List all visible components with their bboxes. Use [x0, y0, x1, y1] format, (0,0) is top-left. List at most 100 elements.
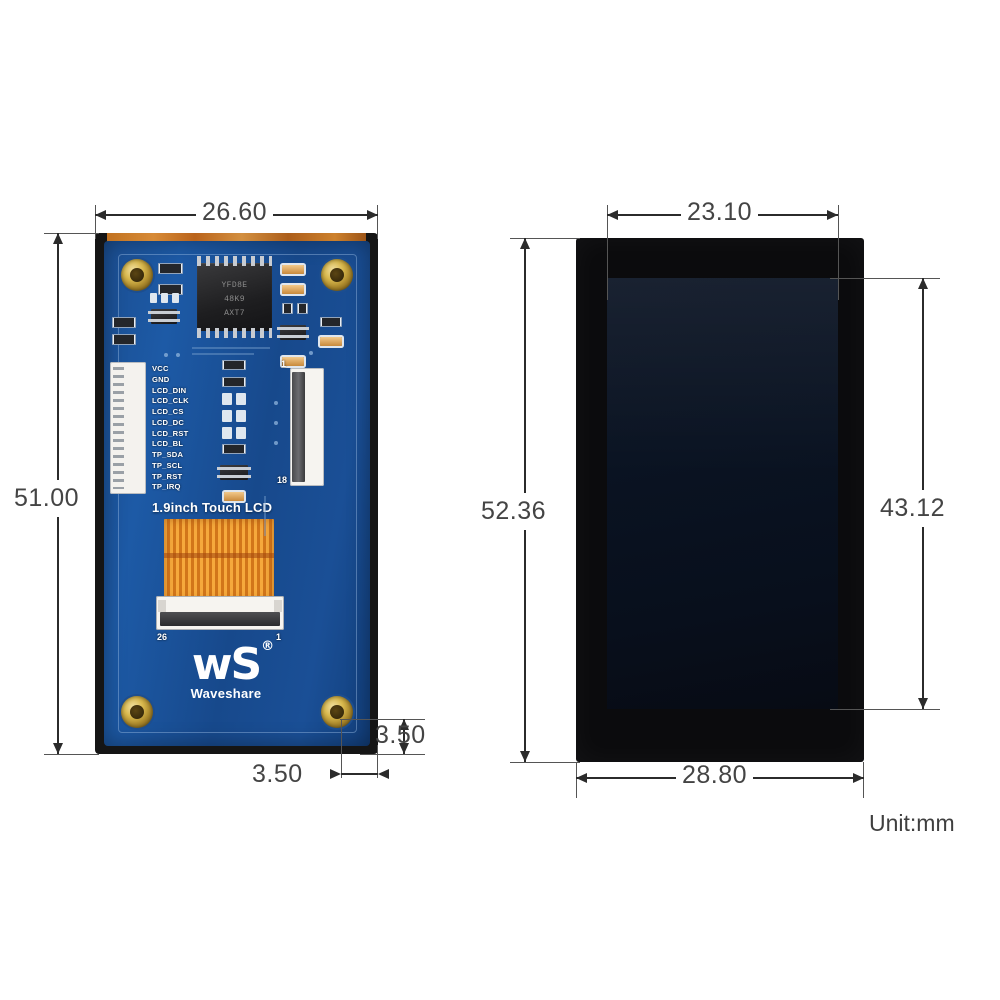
unit-note: Unit:mm: [869, 810, 955, 836]
ext-line-module-h-top: [510, 238, 580, 239]
ic-legs-bottom: [197, 328, 272, 338]
arrow-width-left: [95, 210, 106, 220]
fpc-connector-right-latch: [292, 372, 305, 482]
resistor-7: [320, 317, 342, 327]
resistor-10: [222, 444, 246, 454]
resistor-2: [158, 284, 183, 295]
fpc-bottom-pin26-number: 26: [157, 632, 168, 642]
resistor-5: [282, 303, 293, 314]
ext-line-active-w-right: [838, 205, 839, 300]
resistor-6: [297, 303, 308, 314]
lcd-active-area: [607, 278, 838, 709]
arrow-active-h-top: [918, 278, 928, 289]
dimension-label-26-60: 26.60: [196, 200, 274, 225]
pin-label-tp-irq: TP_IRQ: [152, 482, 181, 492]
resistor-4: [112, 334, 136, 345]
dimension-label-51-00: 51.00: [14, 480, 80, 517]
capacitor-2: [282, 285, 304, 294]
ext-line-active-h-bottom: [830, 709, 940, 710]
fpc-connector-clip-left: [158, 600, 166, 612]
pin-label-lcd-bl: LCD_BL: [152, 439, 184, 449]
dimension-label-23-10: 23.10: [681, 200, 759, 225]
pcb-trace-3: [264, 496, 266, 536]
ext-line-height-bottom: [44, 754, 99, 755]
arrow-active-w-right: [827, 210, 838, 220]
pin-label-vcc: VCC: [152, 364, 169, 373]
ext-line-module-h-bottom: [510, 762, 580, 763]
pcb-via-4: [274, 401, 278, 405]
pcb-via-5: [274, 421, 278, 425]
lcd-glass-reflection: [607, 278, 838, 477]
resistor-3: [112, 317, 136, 328]
pad-2: [161, 293, 168, 303]
waveshare-logo-mark: wS ®: [192, 640, 274, 686]
dimension-label-28-80: 28.80: [676, 763, 754, 788]
ext-line-hole-h-right: [377, 745, 378, 778]
capacitor-5: [224, 492, 244, 501]
ext-line-hole-v-top: [340, 719, 425, 720]
pcb-top-fpc-strip: [107, 233, 366, 242]
pad-7: [236, 410, 246, 422]
fpc-ribbon-band: [164, 553, 274, 558]
pad-9: [236, 427, 246, 439]
pcb-via-1: [164, 353, 168, 357]
transistor-3: [217, 465, 251, 480]
dimension-label-52-36: 52.36: [481, 493, 547, 530]
fpc-connector-bottom: [156, 596, 284, 630]
fpc-connector-clip-right: [274, 600, 282, 612]
ext-line-active-h-top: [830, 278, 940, 279]
arrow-module-w-left: [576, 773, 587, 783]
pcb-substrate: YFD8E 48K9 AXT7: [104, 241, 370, 746]
lcd-front-view: [576, 238, 864, 762]
arrow-hole-h-left: [330, 769, 341, 779]
header-connector-left: [110, 362, 146, 494]
fpc-right-pin1-number: 1: [281, 359, 287, 369]
arrow-height-top: [53, 233, 63, 244]
brand-name: Waveshare: [190, 685, 262, 701]
header-pins: [113, 367, 124, 489]
pin-label-lcd-cs: LCD_CS: [152, 407, 184, 416]
capacitor-1: [282, 265, 304, 274]
dimline-hole-offset-v: [403, 719, 405, 754]
arrow-module-h-top: [520, 238, 530, 249]
ext-line-width-right: [377, 205, 378, 239]
transistor-1: [148, 309, 180, 324]
ic-marking-line1: YFD8E: [221, 281, 248, 290]
pad-6: [222, 410, 232, 422]
mounting-hole-top-right: [321, 259, 353, 291]
mounting-hole-bottom-right: [321, 696, 353, 728]
pin-label-lcd-rst: LCD_RST: [152, 428, 189, 438]
pad-1: [150, 293, 157, 303]
fpc-connector-bottom-latch: [160, 612, 280, 626]
arrow-hole-v-top: [399, 719, 409, 730]
arrow-hole-v-bottom: [399, 743, 409, 754]
ext-line-active-w-left: [607, 205, 608, 300]
pcb-via-3: [309, 351, 313, 355]
ext-line-height-top: [44, 233, 99, 234]
fpc-ribbon-cable: [164, 519, 274, 601]
dimension-label-3-50-horizontal: 3.50: [252, 760, 303, 788]
resistor-8: [222, 360, 246, 370]
mounting-hole-bottom-left: [121, 696, 153, 728]
dimline-hole-offset-h: [341, 773, 378, 775]
resistor-1: [158, 263, 183, 274]
arrow-width-right: [367, 210, 378, 220]
ic-marking-line2: 48K9: [224, 295, 245, 304]
pin-label-lcd-din: LCD_DIN: [152, 385, 187, 395]
arrow-module-h-bottom: [520, 751, 530, 762]
dimension-label-3-50-vertical: 3.50: [375, 721, 426, 749]
pin-label-tp-rst: TP_RST: [152, 471, 183, 481]
pcb-trace-2: [192, 353, 254, 355]
pcb-top-view: YFD8E 48K9 AXT7: [95, 233, 378, 754]
dimension-label-43-12: 43.12: [880, 490, 946, 527]
pad-8: [222, 427, 232, 439]
pad-5: [236, 393, 246, 405]
arrow-hole-h-right: [378, 769, 389, 779]
arrow-module-w-right: [853, 773, 864, 783]
arrow-height-bottom: [53, 743, 63, 754]
capacitor-3: [282, 357, 304, 366]
resistor-9: [222, 377, 246, 387]
arrow-active-w-left: [607, 210, 618, 220]
driver-ic: YFD8E 48K9 AXT7: [197, 256, 272, 338]
